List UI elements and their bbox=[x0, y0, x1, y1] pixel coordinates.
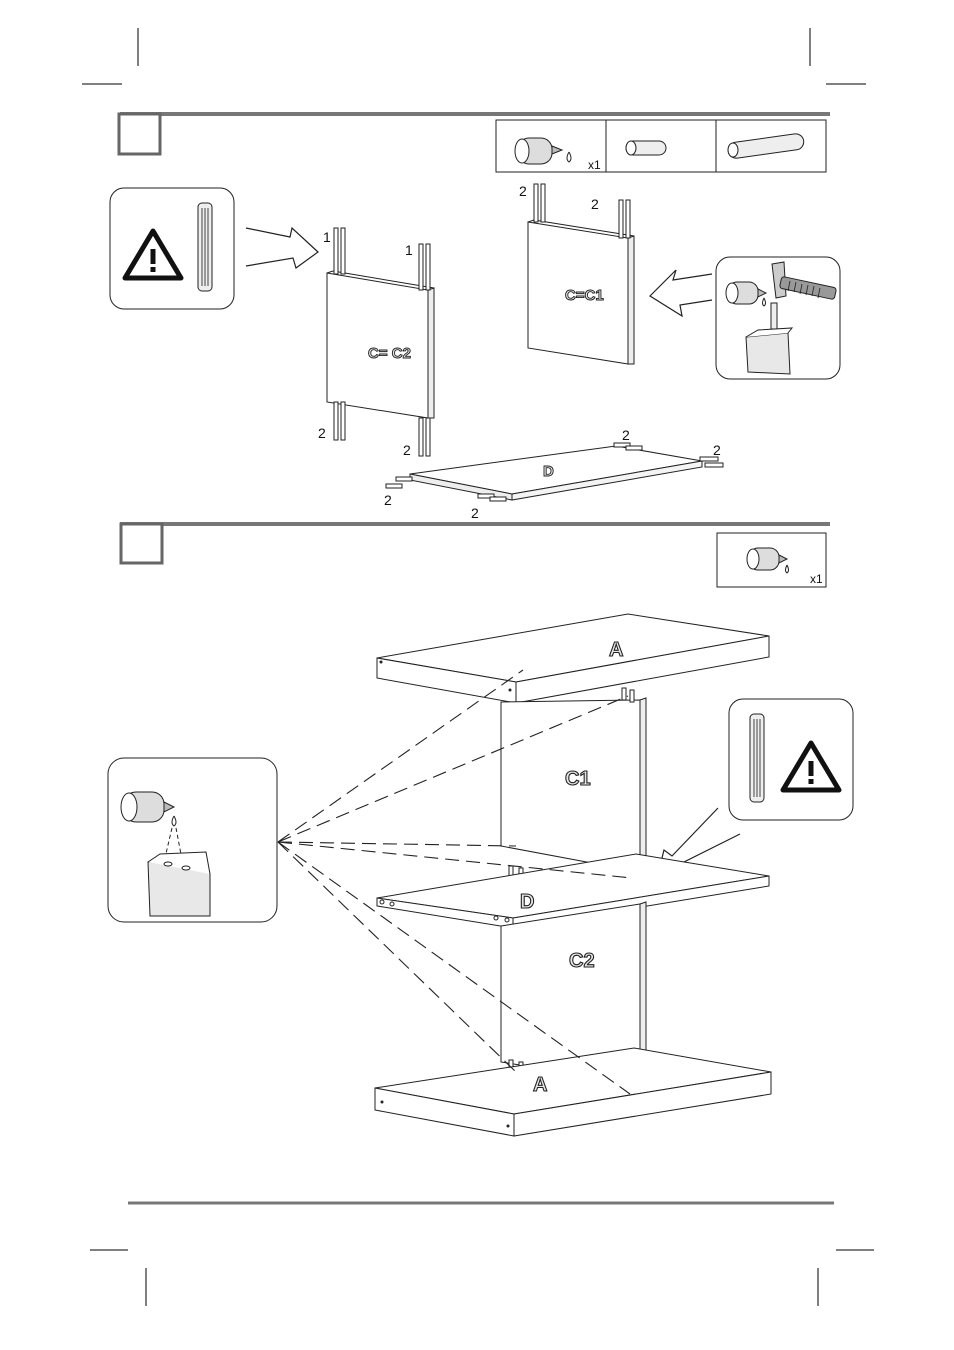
panel-c-c2-label: C= C2 bbox=[368, 345, 411, 362]
step2-parts-count: x1 bbox=[810, 572, 823, 586]
panel-c1: C1 bbox=[500, 687, 647, 899]
pointer-arrow-2 bbox=[649, 269, 713, 318]
step1-number-box bbox=[117, 112, 162, 156]
step2-number-box bbox=[119, 522, 164, 565]
warning-icon bbox=[122, 228, 184, 281]
dowel-count: 2 bbox=[403, 442, 411, 458]
panel-c-c1: C=C1 2 2 bbox=[519, 183, 635, 365]
short-dowel-icon bbox=[625, 140, 667, 156]
dowel-count: 2 bbox=[622, 427, 630, 443]
panel-c2-label: C2 bbox=[569, 950, 595, 972]
glue-hammer-callout bbox=[715, 256, 841, 380]
dowel-count: 2 bbox=[384, 492, 392, 508]
glue-bottle-icon bbox=[746, 547, 789, 574]
panel-d-label: D bbox=[520, 891, 534, 913]
hammer-icon bbox=[771, 261, 837, 300]
panel-c-c1-label: C=C1 bbox=[565, 287, 604, 304]
panel-a-top-label: A bbox=[609, 639, 623, 661]
glue-bottle-icon bbox=[120, 791, 177, 827]
step1-parts-count: x1 bbox=[588, 158, 601, 172]
dowel-count: 2 bbox=[318, 425, 326, 441]
panel-d-label: D bbox=[543, 463, 554, 480]
glue-bottle-icon bbox=[514, 137, 572, 165]
panel-c-c2: C= C2 1 1 2 2 bbox=[318, 227, 435, 458]
panel-d-step1: D 2 2 2 2 bbox=[384, 427, 724, 521]
glue-guide-lines bbox=[277, 669, 633, 1095]
panel-a-top: A bbox=[376, 613, 770, 704]
dowel-count: 1 bbox=[405, 242, 413, 258]
dowel-count: 2 bbox=[519, 183, 527, 199]
dowel-count: 2 bbox=[471, 505, 479, 521]
panel-c1-label: C1 bbox=[565, 768, 591, 790]
warning-callout-left bbox=[109, 187, 235, 310]
warning-callout-right bbox=[728, 698, 854, 821]
dowel-count: 1 bbox=[323, 229, 331, 245]
crop-marks bbox=[82, 28, 874, 1306]
step2-parts-box: x1 bbox=[716, 532, 827, 588]
glue-bottle-icon bbox=[725, 281, 768, 307]
pointer-arrow-1 bbox=[245, 226, 319, 269]
long-dowel-icon bbox=[727, 133, 805, 159]
panel-a-bottom-label: A bbox=[533, 1074, 547, 1096]
step1-parts-box: x1 bbox=[495, 119, 827, 173]
glue-callout-left bbox=[107, 757, 278, 923]
panel-a-bottom: A bbox=[374, 1047, 772, 1137]
dowel-icon bbox=[197, 202, 213, 292]
dowel-count: 2 bbox=[713, 442, 721, 458]
warning-icon bbox=[780, 740, 842, 793]
dowel-icon bbox=[749, 713, 765, 803]
dowel-count: 2 bbox=[591, 196, 599, 212]
